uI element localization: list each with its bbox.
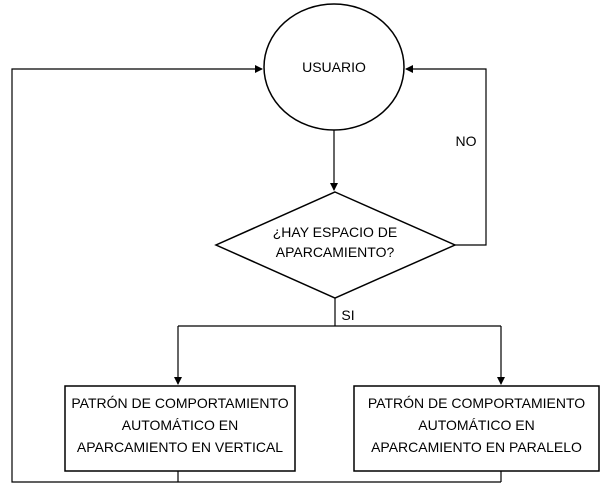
box-paralelo-line3: APARCAMIENTO EN PARALELO [371,439,582,455]
edge-si-label: SI [341,307,355,323]
decision-label-line2: APARCAMIENTO? [275,244,395,260]
box-paralelo-node [353,385,600,472]
edge-no-label: NO [455,133,477,149]
box-vertical-node [64,385,296,472]
decision-label: ¿HAY ESPACIO DE APARCAMIENTO? [245,222,425,262]
edge-no-loop [405,65,487,246]
box-vertical-label: PATRÓN DE COMPORTAMIENTO AUTOMÁTICO EN A… [65,392,295,458]
decision-label-line1: ¿HAY ESPACIO DE [272,224,398,240]
box-vertical-line2: AUTOMÁTICO EN [121,417,239,433]
box-vertical-line1: PATRÓN DE COMPORTAMIENTO [71,395,289,411]
box-paralelo-line1: PATRÓN DE COMPORTAMIENTO [367,395,586,411]
start-node-label: USUARIO [302,59,366,75]
box-vertical-line3: APARCAMIENTO EN VERTICAL [76,439,284,455]
box-paralelo-line2: AUTOMÁTICO EN [418,417,535,433]
edge-return-loop [11,65,501,483]
box-paralelo-label: PATRÓN DE COMPORTAMIENTO AUTOMÁTICO EN A… [354,392,599,458]
